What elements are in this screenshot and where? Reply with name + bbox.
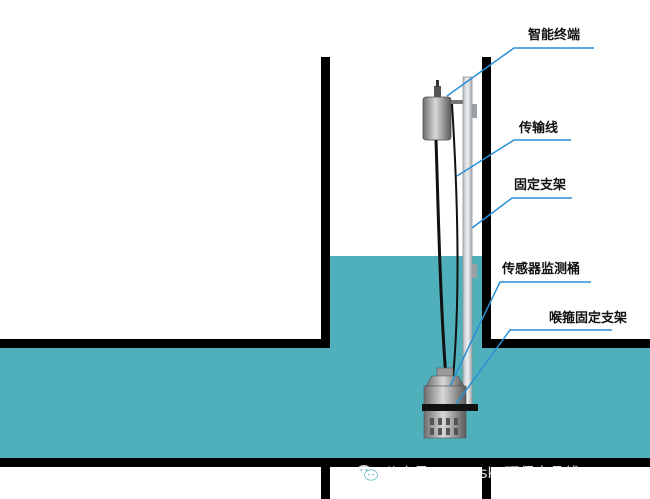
hose-clamp (422, 404, 478, 411)
watermark: 公众号 · Optosky环保产品线 (356, 462, 580, 483)
watermark-text: 公众号 · Optosky环保产品线 (384, 464, 580, 482)
label-transmission-cable: 传输线 (519, 121, 559, 136)
label-sensor-bucket: 传感器监测桶 (502, 262, 581, 277)
sensor-bucket (423, 367, 467, 439)
well-water (330, 256, 482, 346)
transmission-cable-inner (451, 103, 459, 379)
wechat-icon (356, 464, 378, 481)
label-fixed-bracket: 固定支架 (514, 178, 567, 193)
transmission-cable (434, 139, 448, 379)
pipe-water (0, 346, 650, 460)
smart-terminal-device (422, 80, 463, 141)
label-clamp-bracket: 喉箍固定支架 (549, 311, 628, 326)
channel-walls (0, 57, 650, 499)
leader-lines (446, 47, 612, 405)
label-smart-terminal: 智能终端 (528, 28, 581, 43)
